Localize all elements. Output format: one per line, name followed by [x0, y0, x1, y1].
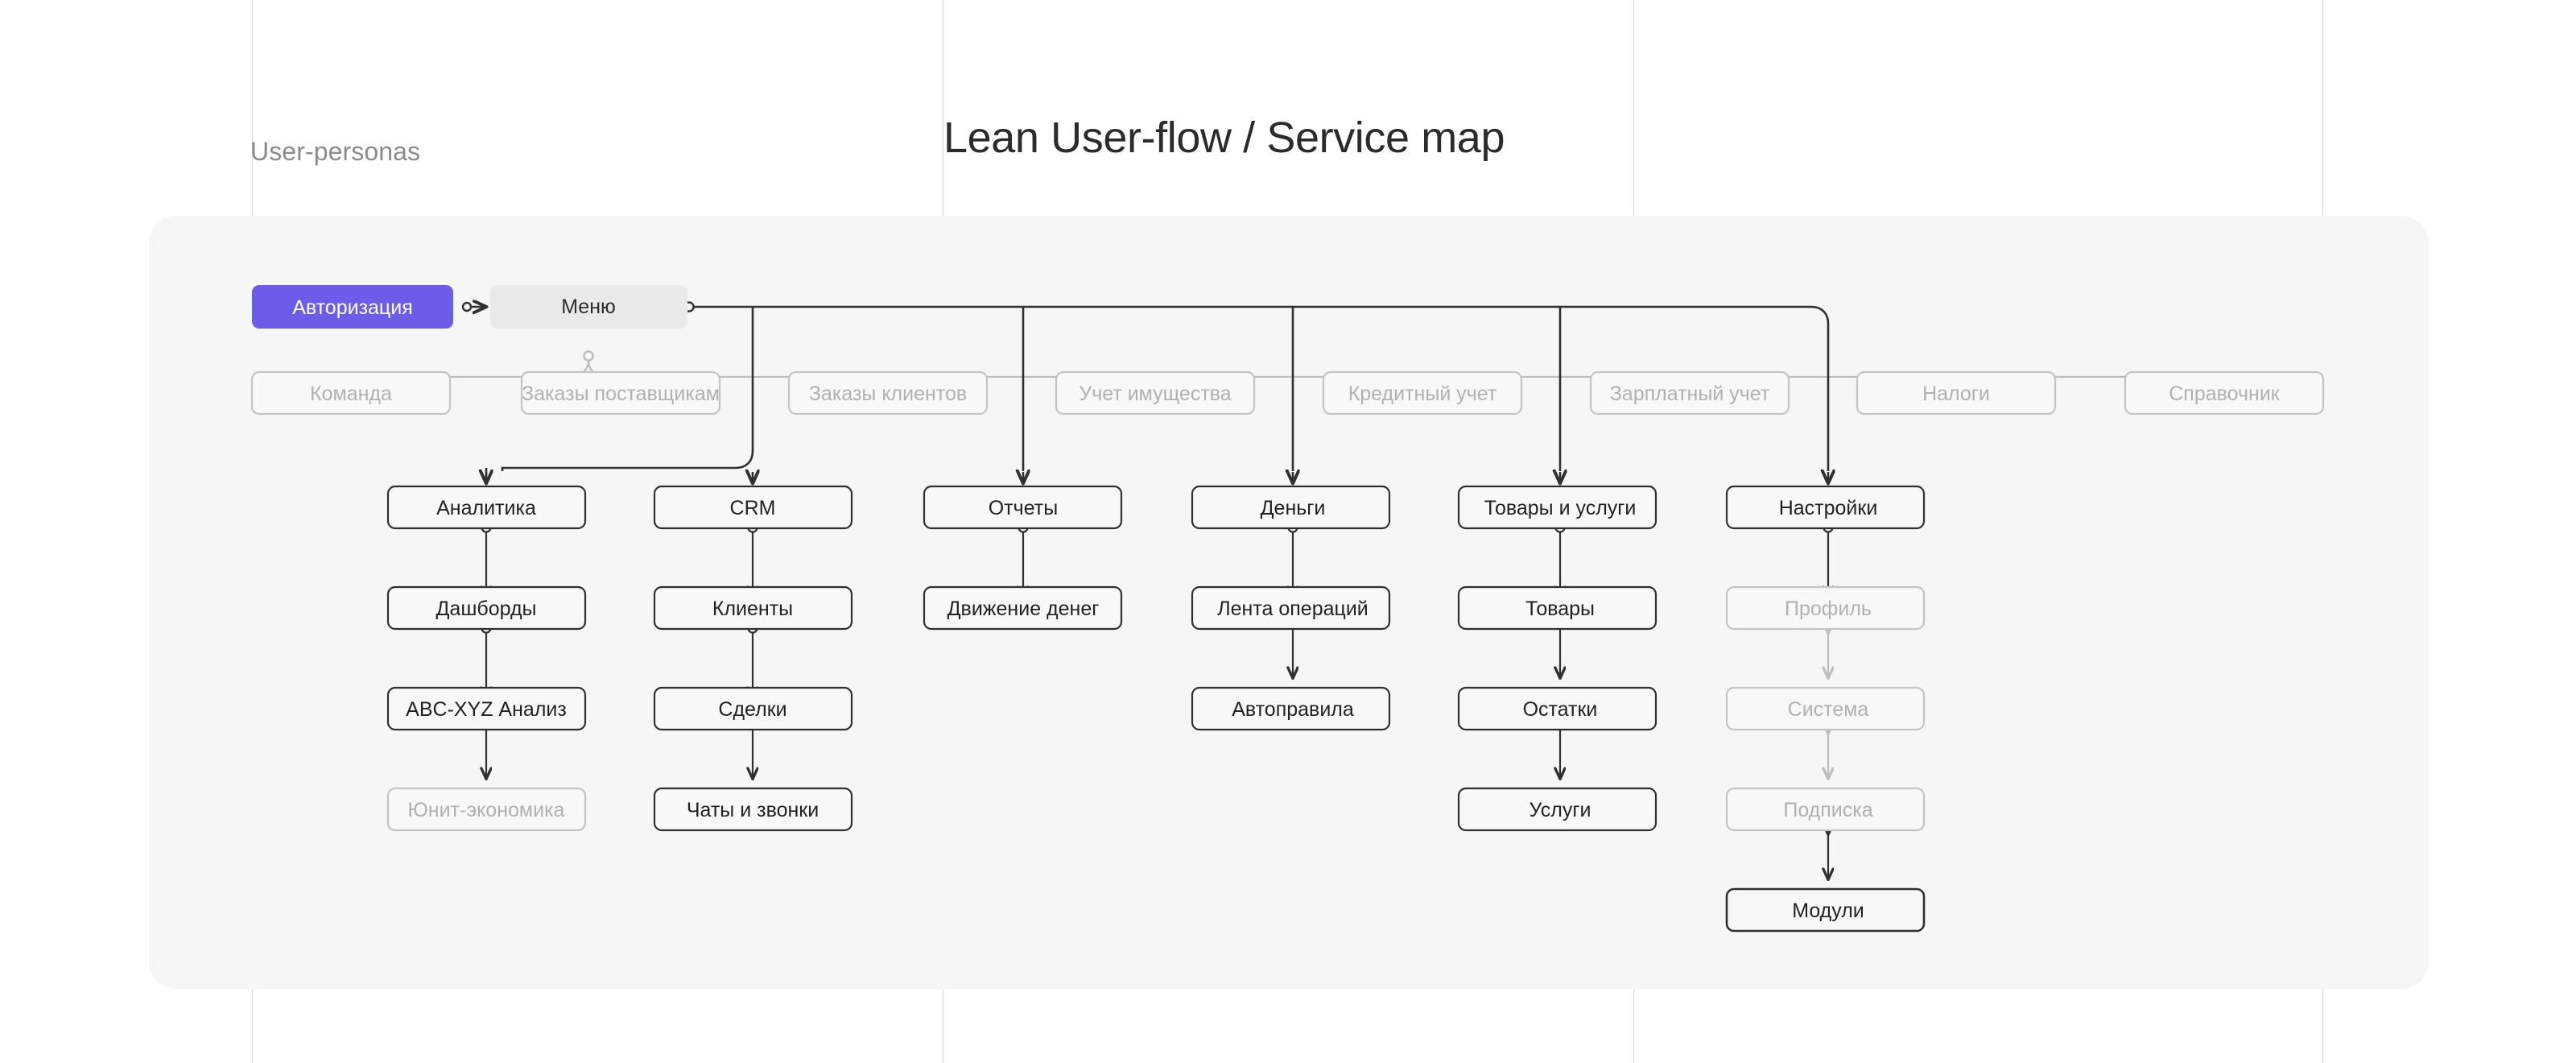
node-secondary-4-label: Кредитный учет: [1348, 383, 1497, 405]
node-money-1[interactable]: Лента операций: [1191, 585, 1391, 631]
node-goods-2-label: Остатки: [1523, 698, 1598, 721]
node-settings-1-label: Профиль: [1785, 598, 1872, 620]
node-settings-2-label: Система: [1788, 698, 1869, 721]
node-analytics-2[interactable]: ABC-XYZ Анализ: [386, 686, 587, 731]
node-authorization[interactable]: Авторизация: [252, 285, 453, 329]
node-settings-1[interactable]: Профиль: [1725, 585, 1926, 631]
node-analytics-1[interactable]: Дашборды: [386, 585, 587, 631]
node-secondary-2-label: Заказы клиентов: [809, 383, 967, 405]
node-goods-1[interactable]: Товары: [1457, 585, 1657, 631]
primary-connector-bus: [501, 305, 1830, 471]
node-crm-3[interactable]: Чаты и звонки: [653, 787, 853, 832]
node-secondary-7[interactable]: Справочник: [2124, 370, 2325, 416]
node-secondary-3[interactable]: Учет имущества: [1055, 370, 1256, 416]
node-reports-0[interactable]: Отчеты: [923, 485, 1123, 530]
node-menu[interactable]: Меню: [490, 285, 687, 329]
node-secondary-0-label: Команда: [310, 383, 392, 405]
node-secondary-1[interactable]: Заказы поставщикам: [520, 370, 721, 416]
node-reports-0-label: Отчеты: [989, 497, 1058, 519]
node-secondary-7-label: Справочник: [2169, 383, 2281, 405]
node-goods-3-label: Услуги: [1530, 799, 1591, 821]
node-settings-3-label: Подписка: [1783, 799, 1872, 821]
node-analytics-0[interactable]: Аналитика: [386, 485, 587, 530]
node-settings-2[interactable]: Система: [1725, 686, 1926, 731]
node-goods-2[interactable]: Остатки: [1457, 686, 1657, 731]
node-authorization-label: Авторизация: [292, 296, 413, 319]
node-settings-4-label: Модули: [1792, 900, 1864, 922]
node-goods-0[interactable]: Товары и услуги: [1457, 485, 1657, 530]
node-secondary-5-label: Зарплатный учет: [1610, 383, 1770, 405]
node-crm-0-label: CRM: [730, 497, 776, 519]
node-money-0[interactable]: Деньги: [1191, 485, 1391, 530]
auth-to-menu-connector: [461, 303, 486, 311]
node-analytics-3-label: Юнит-экономика: [408, 799, 565, 821]
node-analytics-0-label: Аналитика: [436, 497, 536, 519]
node-settings-0-label: Настройки: [1779, 497, 1878, 519]
node-money-1-label: Лента операций: [1217, 598, 1368, 620]
node-secondary-1-label: Заказы поставщикам: [522, 383, 720, 405]
node-crm-3-label: Чаты и звонки: [687, 799, 819, 821]
node-money-2-label: Автоправила: [1232, 698, 1354, 721]
node-analytics-1-label: Дашборды: [436, 598, 537, 620]
page-title: Lean User-flow / Service map: [943, 114, 1505, 162]
node-secondary-0[interactable]: Команда: [250, 370, 452, 416]
node-analytics-3[interactable]: Юнит-экономика: [386, 787, 587, 832]
node-secondary-4[interactable]: Кредитный учет: [1322, 370, 1523, 416]
node-goods-0-label: Товары и услуги: [1484, 497, 1637, 519]
node-goods-3[interactable]: Услуги: [1457, 787, 1657, 832]
node-crm-1-label: Клиенты: [712, 598, 793, 620]
node-secondary-5[interactable]: Зарплатный учет: [1589, 370, 1790, 416]
node-reports-1[interactable]: Движение денег: [923, 585, 1123, 631]
node-settings-4[interactable]: Модули: [1725, 887, 1926, 933]
node-money-2[interactable]: Автоправила: [1191, 686, 1391, 731]
node-crm-1[interactable]: Клиенты: [653, 585, 853, 631]
node-menu-label: Меню: [561, 296, 616, 318]
node-reports-1-label: Движение денег: [947, 598, 1100, 620]
node-secondary-2[interactable]: Заказы клиентов: [787, 370, 989, 416]
node-analytics-2-label: ABC-XYZ Анализ: [406, 698, 567, 721]
user-personas-label: User-personas: [250, 137, 421, 166]
node-crm-2-label: Сделки: [718, 698, 786, 721]
node-secondary-3-label: Учет имущества: [1079, 383, 1231, 405]
node-secondary-6[interactable]: Налоги: [1856, 370, 2057, 416]
menu-bottom-port: [583, 350, 594, 362]
node-settings-0[interactable]: Настройки: [1725, 485, 1926, 530]
node-settings-3[interactable]: Подписка: [1725, 787, 1926, 832]
primary-drop-arrowheads: [486, 472, 1828, 483]
node-crm-2[interactable]: Сделки: [653, 686, 853, 731]
node-secondary-6-label: Налоги: [1922, 383, 1990, 405]
node-goods-1-label: Товары: [1525, 598, 1595, 620]
node-money-0-label: Деньги: [1261, 497, 1326, 519]
node-crm-0[interactable]: CRM: [653, 485, 853, 530]
